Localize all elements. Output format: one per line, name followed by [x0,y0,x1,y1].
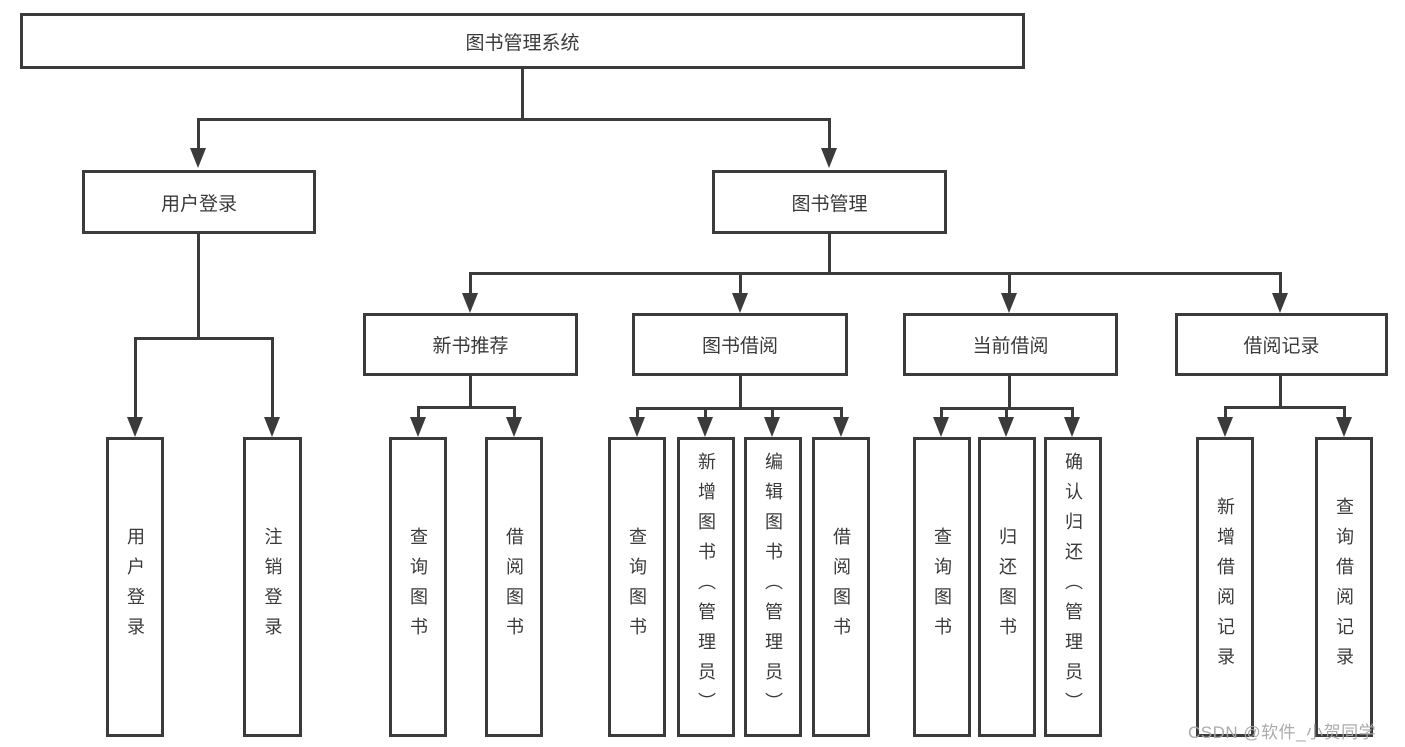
connector-arrow-stem [469,272,472,295]
arrow-down-icon [933,417,949,437]
connector-arrow-stem [271,337,274,419]
connector-book-mgmt-stem [828,234,831,275]
connector-arrow-stem [840,407,843,419]
arrow-down-icon [264,417,280,437]
node-current-borrowing: 当前借阅 [903,313,1118,376]
arrow-down-icon [629,417,645,437]
leaf-borrow-books-2: 借阅图书 [812,437,870,737]
node-new-book-recommend: 新书推荐 [363,313,578,376]
connector-book-borrow-stem [739,376,742,410]
arrow-down-icon [1272,293,1288,313]
connector-root-split [197,118,831,121]
arrow-down-icon [732,293,748,313]
arrow-down-icon [190,148,206,168]
connector-book-borrow-split [636,407,843,410]
arrow-down-icon [764,417,780,437]
leaf-add-borrow-record: 新增借阅记录 [1196,437,1254,737]
leaf-borrow-books-1: 借阅图书 [485,437,543,737]
arrow-down-icon [462,293,478,313]
connector-arrow-stem [1071,407,1074,419]
connector-user-login-split [134,337,274,340]
connector-borrow-record-stem [1279,376,1282,409]
connector-arrow-stem [636,407,639,419]
leaf-logout: 注销登录 [243,437,302,737]
connector-book-mgmt-split [469,272,1282,275]
connector-arrow-stem [1008,272,1011,295]
arrow-down-icon [506,417,522,437]
connector-arrow-stem [417,406,420,419]
connector-arrow-stem [1343,406,1346,419]
connector-arrow-stem [771,407,774,419]
arrow-down-icon [833,417,849,437]
arrow-down-icon [410,417,426,437]
connector-new-book-split [417,406,516,409]
leaf-query-books-1: 查询图书 [389,437,447,737]
arrow-down-icon [821,148,837,168]
connector-user-login-stem [197,234,200,340]
node-borrowing-records: 借阅记录 [1175,313,1388,376]
arrow-down-icon [1217,417,1233,437]
connector-arrow-stem [940,407,943,419]
leaf-confirm-return-admin: 确认归还（管理员） [1044,437,1102,737]
connector-arrow-stem [1005,407,1008,419]
arrow-down-icon [1001,293,1017,313]
connector-root-stem [521,69,524,120]
arrow-down-icon [697,417,713,437]
connector-arrow-stem [828,118,831,150]
connector-arrow-stem [1279,272,1282,295]
arrow-down-icon [127,417,143,437]
arrow-down-icon [1336,417,1352,437]
leaf-return-books: 归还图书 [978,437,1036,737]
arrow-down-icon [1064,417,1080,437]
connector-arrow-stem [197,118,200,150]
node-user-login: 用户登录 [82,170,316,234]
connector-new-book-stem [469,376,472,409]
connector-arrow-stem [739,272,742,295]
leaf-query-borrow-record: 查询借阅记录 [1315,437,1373,737]
node-root-library-system: 图书管理系统 [20,13,1025,69]
connector-arrow-stem [1224,406,1227,419]
leaf-query-books-2: 查询图书 [608,437,666,737]
connector-arrow-stem [704,407,707,419]
leaf-edit-books-admin: 编辑图书（管理员） [744,437,802,737]
connector-arrow-stem [134,337,137,419]
leaf-add-books-admin: 新增图书（管理员） [677,437,735,737]
connector-arrow-stem [513,406,516,419]
node-book-management: 图书管理 [712,170,947,234]
connector-current-borrow-stem [1008,376,1011,410]
node-book-borrowing: 图书借阅 [632,313,848,376]
leaf-query-books-3: 查询图书 [913,437,971,737]
csdn-watermark: CSDN @软件_小贺同学 [1188,723,1377,742]
connector-borrow-record-split [1224,406,1346,409]
arrow-down-icon [998,417,1014,437]
leaf-user-login: 用户登录 [106,437,164,737]
